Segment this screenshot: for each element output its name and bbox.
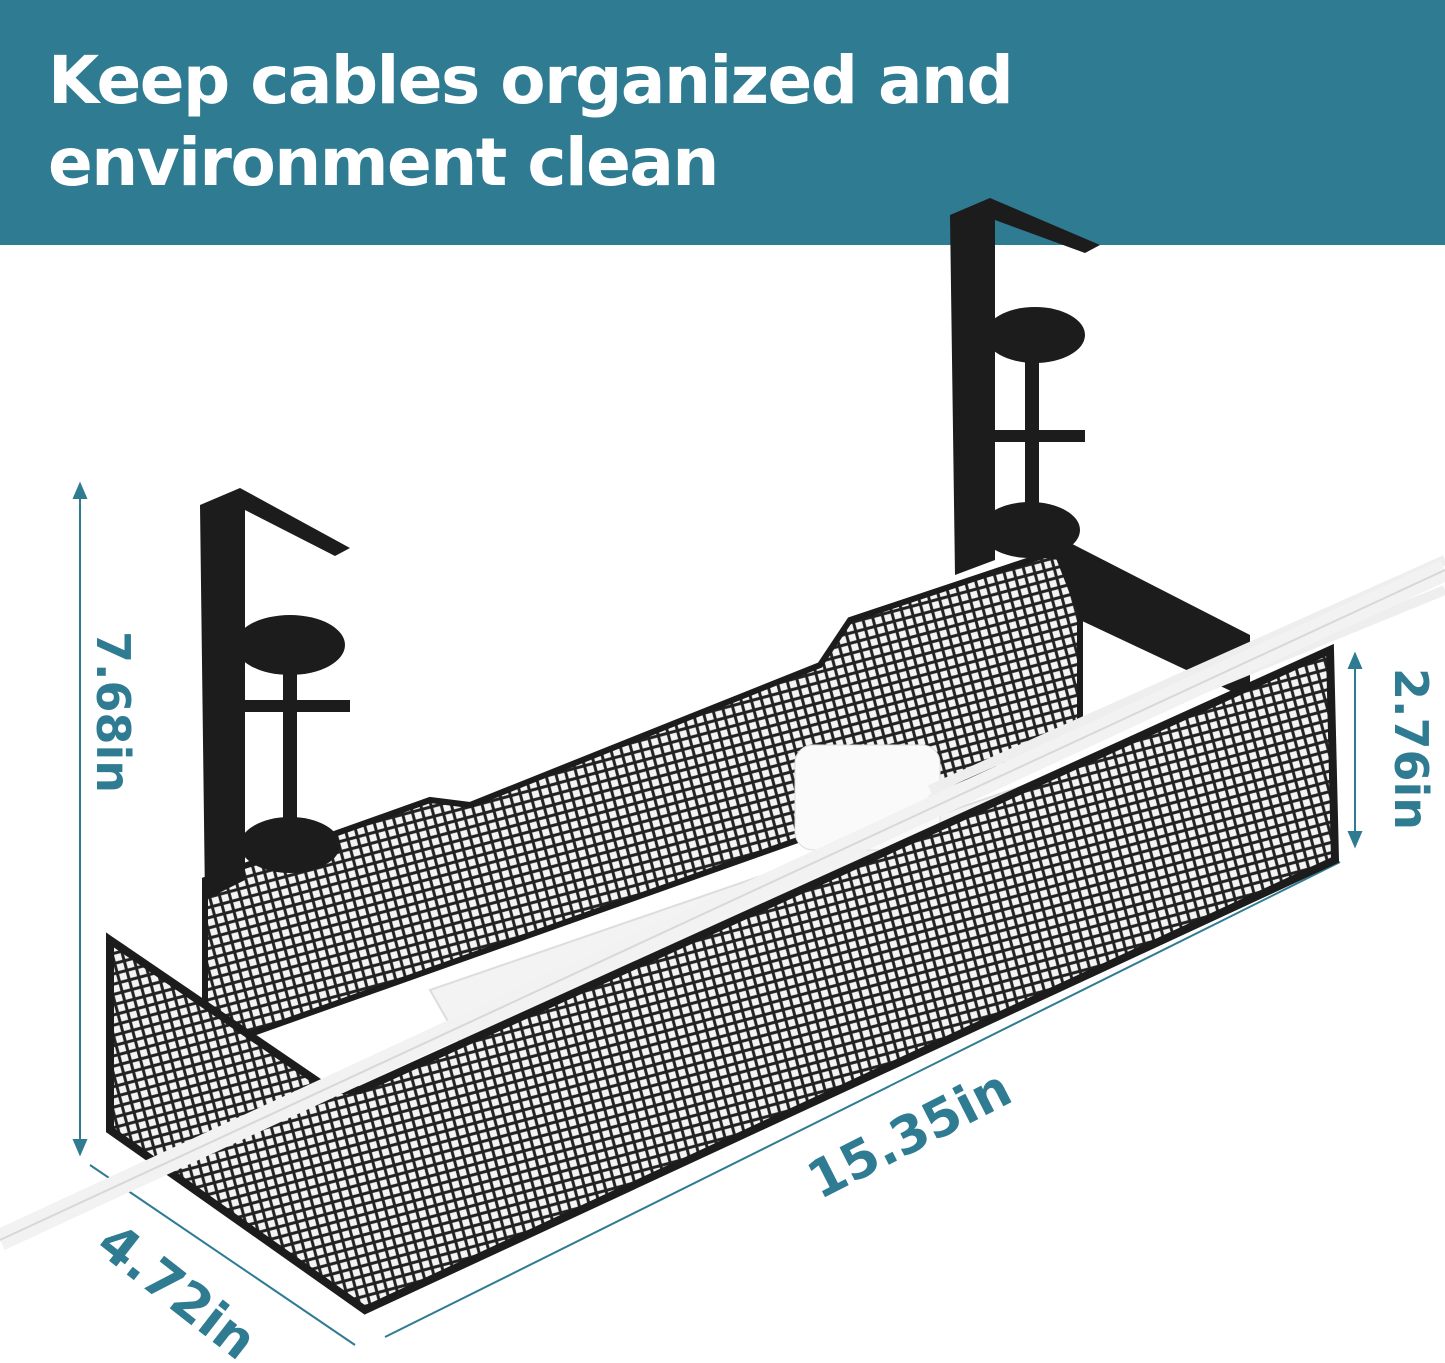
basket-back-wall: [202, 551, 1083, 1055]
width-dimension-line: [89, 1164, 356, 1346]
left-clamp: [200, 488, 350, 900]
length-dimension-line: [384, 861, 1341, 1338]
headline-line-2: environment clean: [48, 124, 719, 201]
headline-line-1: Keep cables organized and: [48, 42, 1014, 119]
headline: Keep cables organized and environment cl…: [48, 40, 1014, 204]
header-banner: Keep cables organized and environment cl…: [0, 0, 1445, 245]
basket-height-dimension-label: 2.76in: [1384, 667, 1439, 831]
height-dimension-label: 7.68in: [86, 630, 141, 794]
right-clamp: [950, 198, 1250, 700]
